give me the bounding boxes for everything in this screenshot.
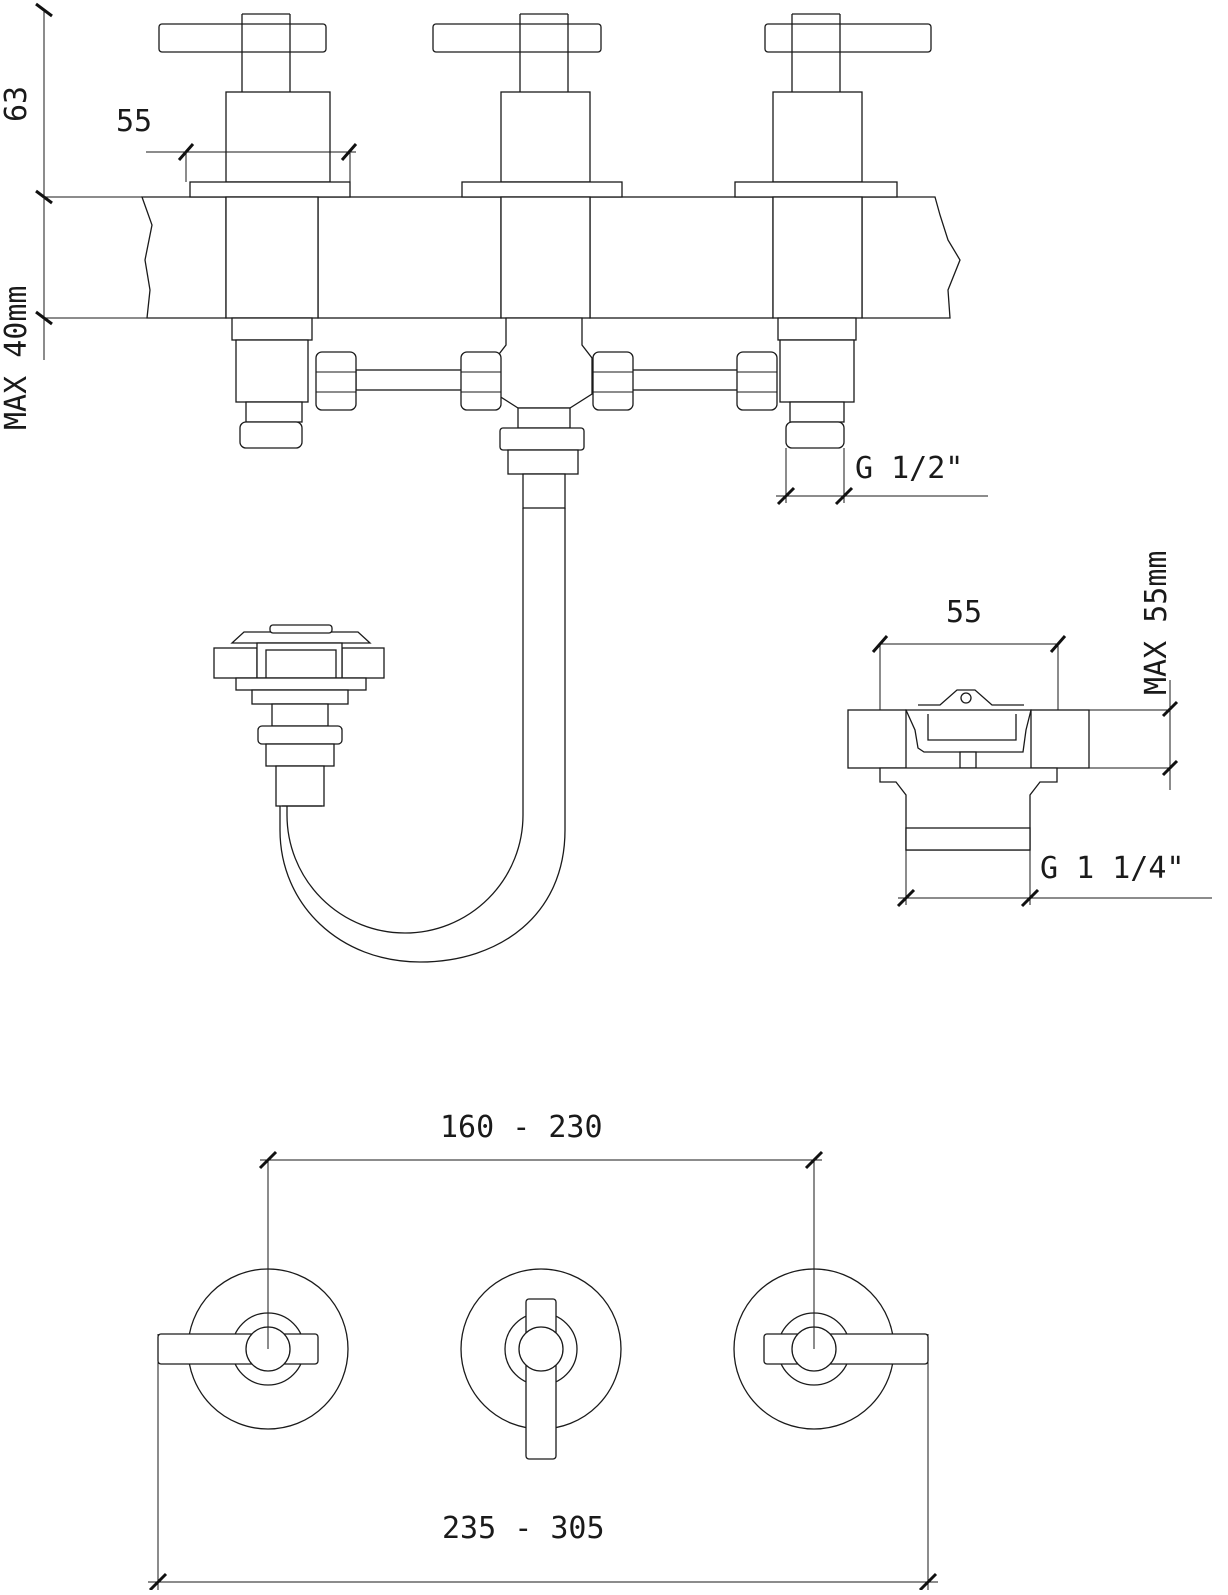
connection-pipes (315, 351, 778, 411)
drain-section (847, 689, 1212, 908)
flexible-hose (279, 508, 566, 963)
dim-drain-thickness (1161, 680, 1179, 790)
dim-handle-height (35, 2, 53, 205)
label-deck-thickness: MAX 40mm (0, 286, 34, 431)
top-view (157, 1268, 929, 1460)
label-drain-flange: 55 (946, 595, 982, 630)
dim-deck-thickness (35, 197, 53, 360)
dim-handle-centers (258, 1150, 824, 1349)
label-overall-width: 235 - 305 (442, 1511, 605, 1546)
small-drain (213, 624, 385, 807)
center-valve (432, 13, 623, 509)
label-drain-thickness: MAX 55mm (1139, 551, 1174, 696)
dim-drain-flange (871, 635, 1067, 710)
label-handle-centers: 160 - 230 (440, 1110, 603, 1145)
dim-inlet-thread (776, 448, 988, 506)
label-flange-top: 55 (116, 104, 152, 139)
left-valve (158, 13, 351, 449)
right-valve (734, 13, 932, 449)
dim-flange-top (146, 143, 358, 182)
label-inlet-thread: G 1/2" (855, 451, 963, 486)
label-drain-thread: G 1 1/4" (1040, 851, 1185, 886)
label-handle-height: 63 (0, 86, 34, 122)
dim-overall-width (148, 1334, 938, 1592)
